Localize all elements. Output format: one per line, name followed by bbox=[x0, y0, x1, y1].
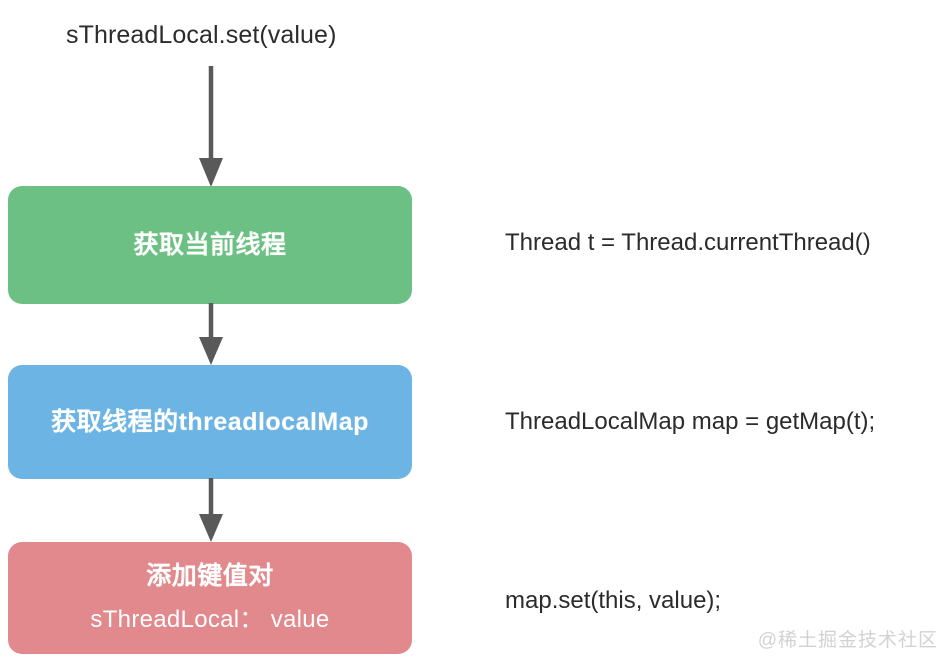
node-add-key-value-pair: 添加键值对 sThreadLocal： value bbox=[8, 542, 412, 654]
node-get-threadlocalmap-title: 获取线程的threadlocalMap bbox=[51, 408, 369, 436]
node-add-key-value-pair-title: 添加键值对 bbox=[146, 562, 274, 590]
node-get-current-thread: 获取当前线程 bbox=[8, 186, 412, 304]
watermark: @稀土掘金技术社区 bbox=[757, 630, 938, 651]
arrow-caption-to-green-icon bbox=[196, 66, 226, 188]
code-annotation-get-current-thread: Thread t = Thread.currentThread() bbox=[505, 229, 871, 256]
flow-entry-caption: sThreadLocal.set(value) bbox=[66, 21, 337, 49]
node-add-key-value-pair-subtitle: sThreadLocal： value bbox=[90, 606, 330, 633]
node-get-current-thread-title: 获取当前线程 bbox=[133, 231, 287, 259]
code-annotation-add-key-value-pair: map.set(this, value); bbox=[505, 587, 722, 614]
node-get-threadlocalmap: 获取线程的threadlocalMap bbox=[8, 365, 412, 479]
code-annotation-get-threadlocalmap: ThreadLocalMap map = getMap(t); bbox=[505, 408, 876, 435]
arrow-green-to-blue-icon bbox=[196, 303, 226, 366]
arrow-blue-to-red-icon bbox=[196, 478, 226, 543]
